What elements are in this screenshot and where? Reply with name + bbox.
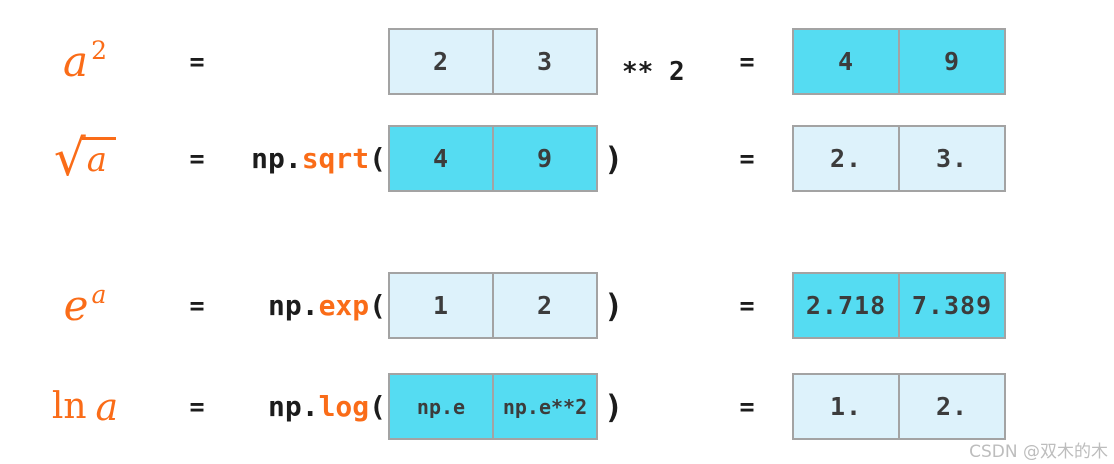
output-array: 2. 3. bbox=[792, 125, 1006, 192]
array-cell: 9 bbox=[898, 30, 1004, 93]
array-cell: 2 bbox=[492, 274, 596, 337]
watermark-text: CSDN @双木的木 bbox=[969, 442, 1108, 462]
array-cell: 3 bbox=[492, 30, 596, 93]
close-paren: ) bbox=[604, 286, 624, 325]
code-call-sqrt: np. sqrt ( bbox=[150, 125, 386, 192]
array-cell: 2.718 bbox=[805, 291, 887, 320]
close-paren: ) bbox=[604, 387, 624, 426]
code-function: exp bbox=[318, 289, 370, 322]
power-operator: ** 2 bbox=[622, 56, 685, 87]
array-cell: 1. bbox=[829, 392, 863, 421]
open-paren: ( bbox=[369, 142, 386, 175]
output-array: 4 9 bbox=[792, 28, 1006, 95]
code-module: np. bbox=[251, 142, 302, 175]
code-call-log: np. log ( bbox=[150, 373, 386, 440]
math-label-sqrt-a: √ a bbox=[20, 125, 150, 192]
label-superscript: 2 bbox=[91, 36, 107, 65]
input-array: 1 2 bbox=[388, 272, 598, 339]
output-array: 2.718 7.389 bbox=[792, 272, 1006, 339]
array-cell: 1 bbox=[432, 291, 450, 320]
array-cell: 3. bbox=[898, 127, 1004, 190]
open-paren: ( bbox=[369, 390, 386, 423]
code-function: log bbox=[318, 390, 370, 423]
label-base: a bbox=[81, 137, 117, 179]
operation-row-exp: e a = np. exp ( 1 2 ) = 2.718 7.389 bbox=[0, 272, 1114, 339]
math-label-a-squared: a 2 bbox=[20, 28, 150, 95]
array-cell: 9 bbox=[492, 127, 596, 190]
equals-sign: = bbox=[189, 144, 205, 173]
array-cell: 7.389 bbox=[898, 274, 1004, 337]
array-cell: 4 bbox=[432, 144, 450, 173]
operation-row-sqrt: √ a = np. sqrt ( 4 9 ) = 2. 3. bbox=[0, 125, 1114, 192]
equals-sign: = bbox=[189, 291, 205, 320]
code-function: sqrt bbox=[301, 142, 370, 175]
array-cell: 4 bbox=[837, 47, 855, 76]
input-array: 4 9 bbox=[388, 125, 598, 192]
label-base: a bbox=[95, 384, 119, 429]
equals-sign: = bbox=[739, 144, 755, 173]
input-array: 2 3 bbox=[388, 28, 598, 95]
array-cell: 2 bbox=[432, 47, 450, 76]
label-base: a bbox=[63, 36, 89, 86]
array-cell: 2. bbox=[898, 375, 1004, 438]
radical-sign: √ bbox=[53, 129, 86, 188]
label-base: e bbox=[63, 280, 89, 330]
equals-sign: = bbox=[739, 392, 755, 421]
math-label-e-power-a: e a bbox=[20, 272, 150, 339]
array-cell: 2. bbox=[829, 144, 863, 173]
operation-row-square: a 2 = 2 3 ** 2 = 4 9 bbox=[0, 28, 1114, 95]
label-superscript: a bbox=[91, 280, 107, 309]
operation-row-log: ln a = np. log ( np.e np.e**2 ) = 1. 2. bbox=[0, 373, 1114, 440]
equals-sign: = bbox=[189, 47, 205, 76]
equals-sign: = bbox=[739, 47, 755, 76]
math-label-ln-a: ln a bbox=[20, 373, 150, 440]
equals-sign: = bbox=[189, 392, 205, 421]
open-paren: ( bbox=[369, 289, 386, 322]
code-module: np. bbox=[267, 390, 319, 423]
code-module: np. bbox=[267, 289, 319, 322]
close-paren: ) bbox=[604, 139, 624, 178]
output-array: 1. 2. bbox=[792, 373, 1006, 440]
equals-sign: = bbox=[739, 291, 755, 320]
array-cell: np.e bbox=[416, 394, 466, 419]
array-cell: np.e**2 bbox=[492, 375, 596, 438]
code-call-exp: np. exp ( bbox=[150, 272, 386, 339]
label-function-name: ln bbox=[51, 385, 87, 427]
input-array: np.e np.e**2 bbox=[388, 373, 598, 440]
